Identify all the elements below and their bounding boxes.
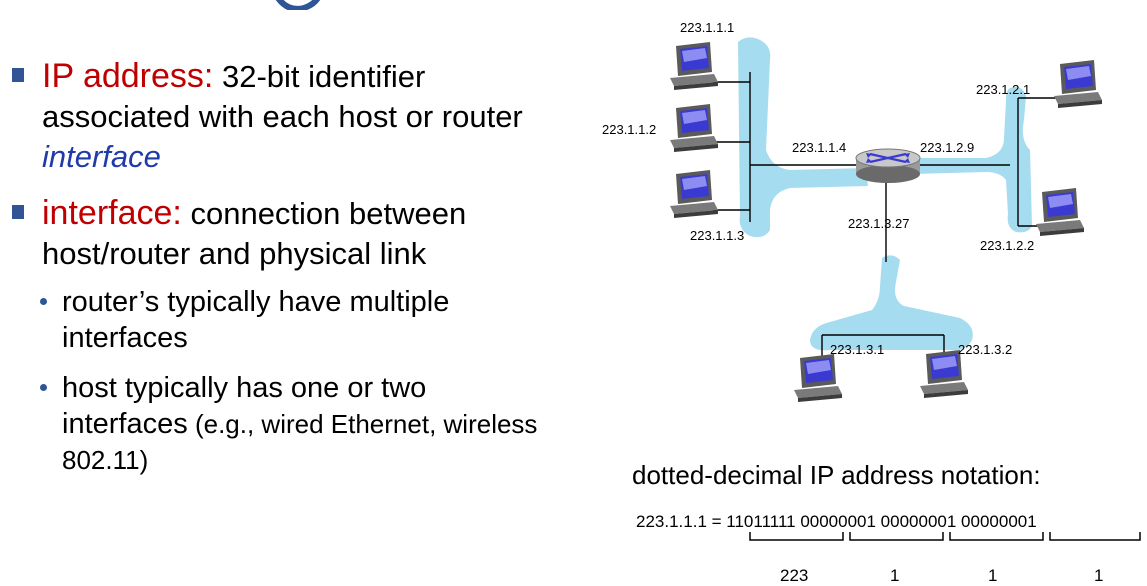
router-ip-label: 223.1.1.4 — [792, 140, 846, 155]
router-ip-label: 223.1.3.27 — [848, 216, 909, 231]
host-ip-label: 223.1.2.1 — [976, 82, 1030, 97]
sub-bullet-text: host typically has one or two interfaces — [62, 372, 427, 440]
title-fragment — [275, 0, 321, 10]
computer-icon — [1036, 188, 1084, 236]
bullet-marker — [12, 205, 24, 219]
sub-bullet-small: (e.g., wired Ethernet, wireless 802.11) — [62, 409, 538, 475]
subnet-223-1-2 — [912, 87, 1032, 233]
host-ip-label: 223.1.3.1 — [830, 342, 884, 357]
bullet-desc: connection between host/router and physi… — [42, 196, 467, 271]
host-ip-label: 223.1.2.2 — [980, 238, 1034, 253]
computer-icon — [920, 350, 968, 398]
octet-value: 223 — [780, 566, 809, 585]
notation-title: dotted-decimal IP address notation: — [632, 460, 1041, 490]
sub-bullet-router: router’s typically have multiple interfa… — [40, 284, 550, 356]
subnet-223-1-3 — [810, 255, 973, 351]
octet-bracket — [749, 532, 844, 541]
subnet-223-1-1 — [738, 37, 868, 238]
router-ip-label: 223.1.2.9 — [920, 140, 974, 155]
bullet-marker — [12, 68, 24, 82]
sub-bullet-marker — [40, 298, 47, 305]
octet-bracket — [949, 532, 1044, 541]
octet-bracket — [849, 532, 944, 541]
computer-icon — [794, 354, 842, 402]
computer-icon — [670, 104, 718, 152]
host-ip-label: 223.1.1.3 — [690, 228, 744, 243]
bullet-term: IP address: — [42, 57, 214, 95]
bullet-term: interface: — [42, 194, 182, 232]
octet-value: 1 — [890, 566, 900, 585]
octet-bracket — [1049, 532, 1141, 541]
bullet-desc-italic: interface — [42, 139, 161, 174]
host-ip-label: 223.1.3.2 — [958, 342, 1012, 357]
sub-bullet-text: router’s typically have multiple interfa… — [62, 286, 450, 354]
sub-bullet-marker — [40, 384, 47, 391]
network-diagram: 223.1.1.1 223.1.1.2 223.1.1.3 223.1.2.1 … — [602, 20, 1102, 402]
router-icon — [855, 148, 921, 183]
sub-bullet-host: host typically has one or two interfaces… — [40, 370, 550, 478]
computer-icon — [670, 170, 718, 218]
bullet-interface: interface: connection between host/route… — [12, 193, 552, 274]
computer-icon — [1054, 60, 1102, 108]
octet-value: 1 — [1094, 566, 1104, 585]
computer-icon — [670, 42, 718, 90]
notation-binary-row: 223.1.1.1 = 11011111 00000001 00000001 0… — [636, 512, 1037, 531]
host-ip-label: 223.1.1.1 — [680, 20, 734, 35]
octet-value: 1 — [988, 566, 998, 585]
bullet-list: IP address: 32-bit identifier associated… — [0, 0, 560, 500]
bullet-ip-address: IP address: 32-bit identifier associated… — [12, 56, 552, 177]
bullet-desc: 32-bit identifier associated with each h… — [42, 59, 523, 134]
host-ip-label: 223.1.1.2 — [602, 122, 656, 137]
